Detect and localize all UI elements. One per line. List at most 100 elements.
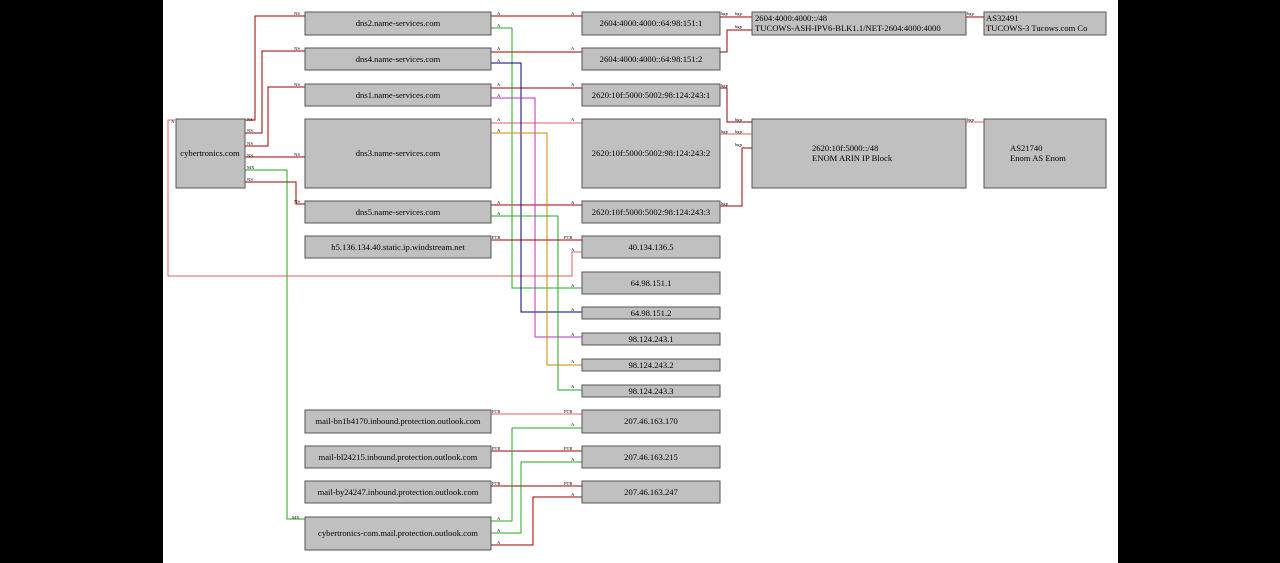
- ipv6-label-3: 2620:10f:5000:5002:98:124:243:1: [592, 90, 710, 100]
- ipv4-label-98-3: 98.124.243.3: [628, 386, 673, 396]
- a-label-64-1-in: A: [571, 283, 575, 288]
- ipv6-node-5[interactable]: [581, 200, 721, 224]
- host-node-h5[interactable]: [304, 235, 492, 259]
- ipv4-node-98-2[interactable]: [581, 358, 721, 372]
- ptr-label-247-in: PTR: [564, 481, 573, 486]
- bgp-label-v6-5-out: bgp: [721, 201, 729, 206]
- a-edge-dns4-64-2: [491, 62, 582, 313]
- domain-label: cybertronics.com: [180, 148, 240, 158]
- ipv4-node-64-2[interactable]: [581, 306, 721, 320]
- mx-node-2[interactable]: [304, 445, 492, 469]
- bgp-label-tucows-in-2: bgp: [735, 24, 743, 29]
- ipv6-label-5: 2620:10f:5000:5002:98:124:243:3: [592, 207, 710, 217]
- bgp-label-tucows-out: bgp: [967, 11, 975, 16]
- ns-label-dns2: NS: [294, 11, 300, 16]
- ptr-label-170-in: PTR: [564, 409, 573, 414]
- ns-node-dns3[interactable]: [304, 118, 492, 189]
- mx-edge: [245, 169, 305, 520]
- ptr-label-40-in: PTR: [564, 235, 573, 240]
- bgp-edge-v6-3: [720, 87, 752, 123]
- ipv4-label-207-170: 207.46.163.170: [624, 416, 678, 426]
- ipv4-node-98-3[interactable]: [581, 384, 721, 398]
- ipv6-node-1[interactable]: [581, 11, 721, 36]
- ptr-label-h5-out: PTR: [492, 235, 501, 240]
- a-edge-dns5-98-3: [491, 215, 582, 391]
- netblock-node-tucows[interactable]: [751, 11, 967, 36]
- ns-edge-dns5: [245, 181, 305, 205]
- bgp-label-v6-1-out: bgp: [721, 11, 729, 16]
- a-edge-mx4-215: [491, 461, 582, 534]
- ns-label-out-3: NS: [247, 141, 253, 146]
- ns-node-dns5[interactable]: [304, 200, 492, 224]
- a-label-v6-3-in: A: [571, 82, 575, 87]
- ns-label-dns3: NS: [294, 152, 300, 157]
- ns-node-dns4[interactable]: [304, 47, 492, 71]
- a-label-98-2-in: A: [571, 359, 575, 364]
- ipv6-label-1: 2604:4000:4000::64:98:151:1: [600, 18, 703, 28]
- mx-label-out: MX: [247, 165, 255, 170]
- a-label-dns4-2: A: [497, 58, 501, 63]
- ipv4-label-64-1: 64.98.151.1: [631, 278, 672, 288]
- bgp-edge-v6-5: [720, 147, 752, 207]
- a-label-170-in: A: [571, 422, 575, 427]
- ns-edge-dns2: [245, 15, 305, 121]
- ipv4-label-207-215: 207.46.163.215: [624, 452, 678, 462]
- mx-node-1[interactable]: [304, 409, 492, 434]
- ptr-label-215-in: PTR: [564, 446, 573, 451]
- ipv4-label-98-1: 98.124.243.1: [628, 334, 673, 344]
- ptr-label-mx1-out: PTR: [492, 409, 501, 414]
- mx-node-3[interactable]: [304, 480, 492, 504]
- ns-label-text-dns4: dns4.name-services.com: [356, 54, 441, 64]
- as-enom-number: AS21740: [1010, 143, 1042, 153]
- a-label-dns5-2: A: [497, 211, 501, 216]
- ipv6-label-2: 2604:4000:4000::64:98:151:2: [600, 54, 703, 64]
- ipv6-label-4: 2620:10f:5000:5002:98:124:243:2: [592, 148, 710, 158]
- netblock-enom-name: ENOM ARIN IP Block: [812, 153, 893, 163]
- a-label-dns3-1: A: [497, 117, 501, 122]
- ns-edge-dns4: [245, 50, 305, 134]
- mx-label-in: MX: [292, 515, 300, 520]
- as-node-tucows[interactable]: [983, 11, 1107, 36]
- ipv4-node-64-1[interactable]: [581, 271, 721, 295]
- ipv4-node-207-170[interactable]: [581, 409, 721, 434]
- ipv6-node-2[interactable]: [581, 47, 721, 71]
- ns-label-text-dns2: dns2.name-services.com: [356, 18, 441, 28]
- ns-label-text-dns5: dns5.name-services.com: [356, 207, 441, 217]
- a-label-215-in: A: [571, 457, 575, 462]
- a-label-247-in: A: [571, 492, 575, 497]
- ptr-label-mx3-out: PTR: [492, 481, 501, 486]
- a-label-dns1-2: A: [497, 93, 501, 98]
- a-label-v6-4-in: A: [571, 117, 575, 122]
- a-label-v6-1-in: A: [571, 11, 575, 16]
- ipv6-node-4[interactable]: [581, 118, 721, 189]
- mx-label-2: mail-bl24215.inbound.protection.outlook.…: [319, 452, 478, 462]
- ns-node-dns2[interactable]: [304, 11, 492, 36]
- ipv4-node-207-215[interactable]: [581, 445, 721, 469]
- bgp-label-tucows-in-1: bgp: [735, 11, 743, 16]
- ipv6-node-3[interactable]: [581, 83, 721, 107]
- netblock-node-enom[interactable]: [751, 118, 967, 189]
- bgp-edge-v6-2: [720, 29, 752, 53]
- domain-node[interactable]: [175, 118, 246, 189]
- bgp-label-v6-4-out: bgp: [721, 129, 729, 134]
- netblock-enom-cidr: 2620:10f:5000::/48: [812, 143, 878, 153]
- bgp-label-enom-in-2: bgp: [735, 129, 743, 134]
- a-edge-mx4-170: [491, 427, 582, 522]
- a-label-dns1-1: A: [497, 82, 501, 87]
- ipv4-node-98-1[interactable]: [581, 332, 721, 346]
- bgp-label-enom-out: bgp: [967, 117, 975, 122]
- ns-label-out-5: NS: [247, 177, 253, 182]
- as-node-enom[interactable]: [983, 118, 1107, 189]
- ptr-label-mx2-out: PTR: [492, 446, 501, 451]
- ipv4-node-40[interactable]: [581, 235, 721, 259]
- ipv4-label-64-2: 64.98.151.2: [631, 308, 672, 318]
- ipv4-node-207-247[interactable]: [581, 480, 721, 504]
- a-label-mx4-1: A: [497, 516, 501, 521]
- ns-label-out-2: NS: [247, 128, 253, 133]
- ns-node-dns1[interactable]: [304, 83, 492, 107]
- ns-label-dns1: NS: [294, 82, 300, 87]
- a-label-dns2-2: A: [497, 23, 501, 28]
- mx-node-4[interactable]: [304, 516, 492, 551]
